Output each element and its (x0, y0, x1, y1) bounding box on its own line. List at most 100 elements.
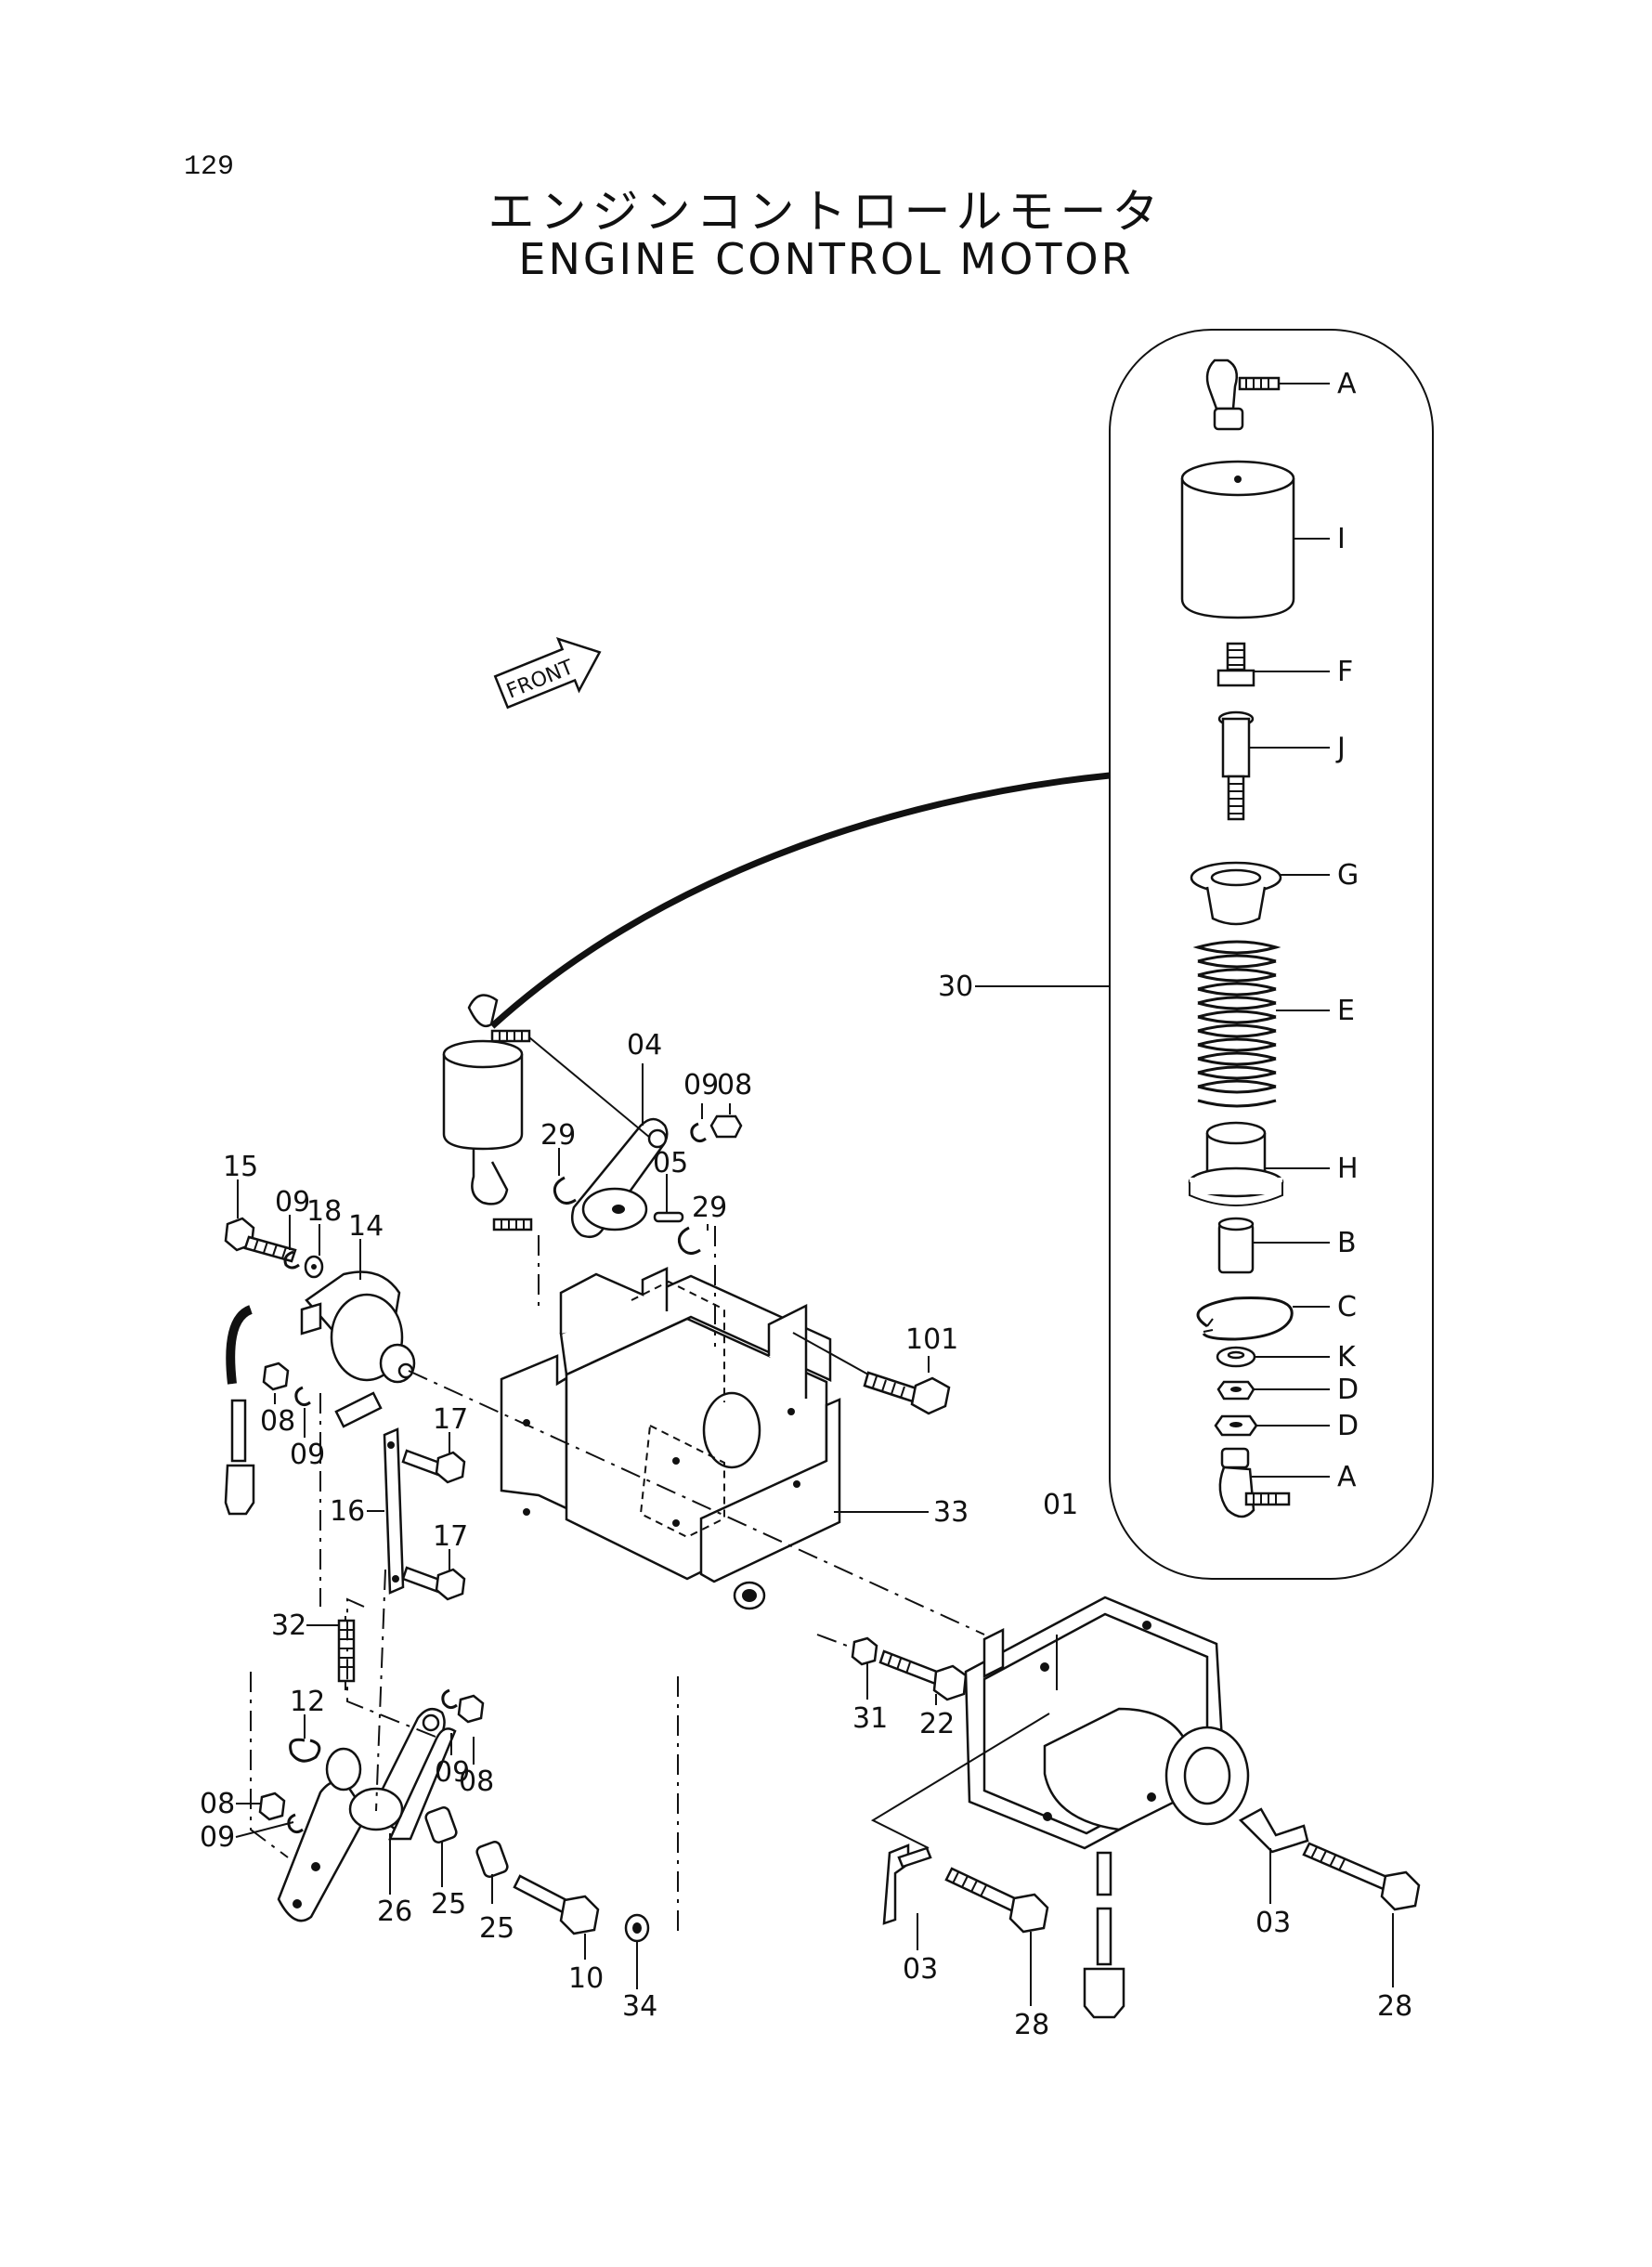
title-japanese: エンジンコントロールモータ (488, 185, 1164, 239)
plate-16 (383, 1427, 405, 1595)
label-30: 30 (938, 971, 973, 1003)
label-32: 32 (271, 1609, 306, 1642)
cable-end-cylinder (442, 994, 533, 1231)
label-12: 12 (290, 1686, 325, 1718)
motor-axis-line (408, 1370, 985, 1635)
pin-j (1217, 710, 1255, 821)
lockwasher-09-lower-left (287, 1813, 304, 1834)
bolt-f (1216, 642, 1255, 687)
guide-line-plate (346, 1597, 441, 1739)
snap-ring-c (1196, 1296, 1294, 1341)
motor-unit-01 (964, 1596, 1250, 2019)
spring-e (1192, 940, 1281, 1108)
page-number: 129 (184, 151, 235, 183)
lockwasher-09-lever (441, 1688, 458, 1710)
title-english: ENGINE CONTROL MOTOR (518, 234, 1134, 284)
label-04: 04 (627, 1029, 662, 1062)
guide-line-left (250, 1672, 289, 1858)
lockwasher-09-motor (294, 1386, 311, 1407)
label-18: 18 (306, 1195, 342, 1228)
bracket-03-left (882, 1844, 932, 1925)
bolt-10 (513, 1874, 600, 1935)
label-25-b: 25 (479, 1912, 514, 1945)
front-arrow-icon: FRONT (493, 636, 602, 710)
label-d-1: D (1337, 1374, 1359, 1406)
nut-31 (851, 1636, 878, 1666)
collar-25-a (424, 1806, 458, 1844)
label-d-2: D (1337, 1410, 1359, 1442)
detail-box-group: A I F J G E H B C K D D A 30 (489, 329, 1434, 1580)
clip-09-upper (690, 1122, 707, 1143)
guide-line-01 (870, 1713, 1050, 1849)
motor-14 (224, 1270, 416, 1516)
cylinder-i (1180, 460, 1295, 619)
label-17-lower: 17 (433, 1520, 468, 1553)
label-08-upper: 08 (717, 1069, 752, 1101)
washer-34 (624, 1913, 650, 1943)
collar-b (1217, 1217, 1255, 1274)
label-03-right: 03 (1255, 1907, 1291, 1939)
label-e: E (1337, 995, 1355, 1027)
label-15: 15 (223, 1151, 258, 1183)
label-09-motor: 09 (290, 1439, 325, 1471)
label-28-left: 28 (1014, 2009, 1049, 2041)
label-22: 22 (919, 1708, 955, 1740)
label-k: K (1337, 1341, 1357, 1374)
bolt-28-right (1302, 1842, 1421, 1911)
label-29-left: 29 (540, 1119, 576, 1152)
bolt-15 (224, 1217, 297, 1263)
nut-08-motor (262, 1362, 290, 1391)
label-08-lever: 08 (459, 1765, 494, 1798)
label-i: I (1337, 523, 1346, 555)
nut-d-1 (1216, 1380, 1255, 1401)
snap-ring-12 (289, 1738, 321, 1763)
bolt-17-lower (401, 1566, 466, 1601)
rod-end-a-bottom (1218, 1447, 1291, 1518)
label-03-left: 03 (903, 1953, 938, 1986)
bolt-28-left (944, 1867, 1049, 1934)
pin-05 (653, 1211, 684, 1223)
lockwasher-09-left (283, 1250, 300, 1270)
washer-18 (304, 1255, 324, 1279)
label-29-right: 29 (692, 1192, 727, 1224)
label-g: G (1337, 859, 1359, 892)
label-a-bottom: A (1337, 1461, 1357, 1493)
lever-04 (571, 1117, 669, 1238)
nut-08-lever (457, 1694, 485, 1724)
lever-link-line (528, 1036, 651, 1139)
label-101: 101 (905, 1323, 958, 1356)
bracket-33 (500, 1267, 841, 1610)
label-26: 26 (377, 1896, 412, 1928)
label-j: J (1335, 732, 1346, 764)
detail-box-outline (1109, 329, 1434, 1580)
lever-26 (277, 1707, 457, 1922)
nut-08-lower-left (258, 1791, 286, 1821)
collar-25-b (475, 1841, 509, 1878)
label-25-a: 25 (431, 1888, 466, 1921)
label-09-lower-left: 09 (200, 1821, 235, 1854)
label-34: 34 (622, 1990, 657, 2023)
leader-09-lower-left (235, 1821, 294, 1838)
label-05: 05 (653, 1147, 688, 1179)
nut-d-2 (1214, 1414, 1258, 1437)
rod-end-a-top (1205, 358, 1281, 431)
label-14: 14 (348, 1210, 384, 1243)
label-31: 31 (852, 1702, 888, 1735)
label-b: B (1337, 1227, 1357, 1259)
bolt-101 (863, 1371, 951, 1415)
nut-08-upper (709, 1114, 743, 1139)
label-10: 10 (568, 1962, 604, 1995)
clip-29-left (553, 1176, 577, 1205)
guide-line-31 (816, 1634, 855, 1649)
label-c: C (1337, 1291, 1357, 1323)
label-09-upper: 09 (683, 1069, 719, 1101)
label-08-lower-left: 08 (200, 1788, 235, 1820)
bolt-101-axis (792, 1332, 869, 1375)
label-01: 01 (1043, 1489, 1078, 1521)
label-09-lever: 09 (435, 1756, 470, 1789)
bracket-03-right (1238, 1807, 1309, 1854)
bushing-g (1190, 861, 1282, 926)
label-16: 16 (330, 1495, 365, 1528)
bushing-h (1188, 1121, 1284, 1206)
label-17-upper: 17 (433, 1403, 468, 1436)
